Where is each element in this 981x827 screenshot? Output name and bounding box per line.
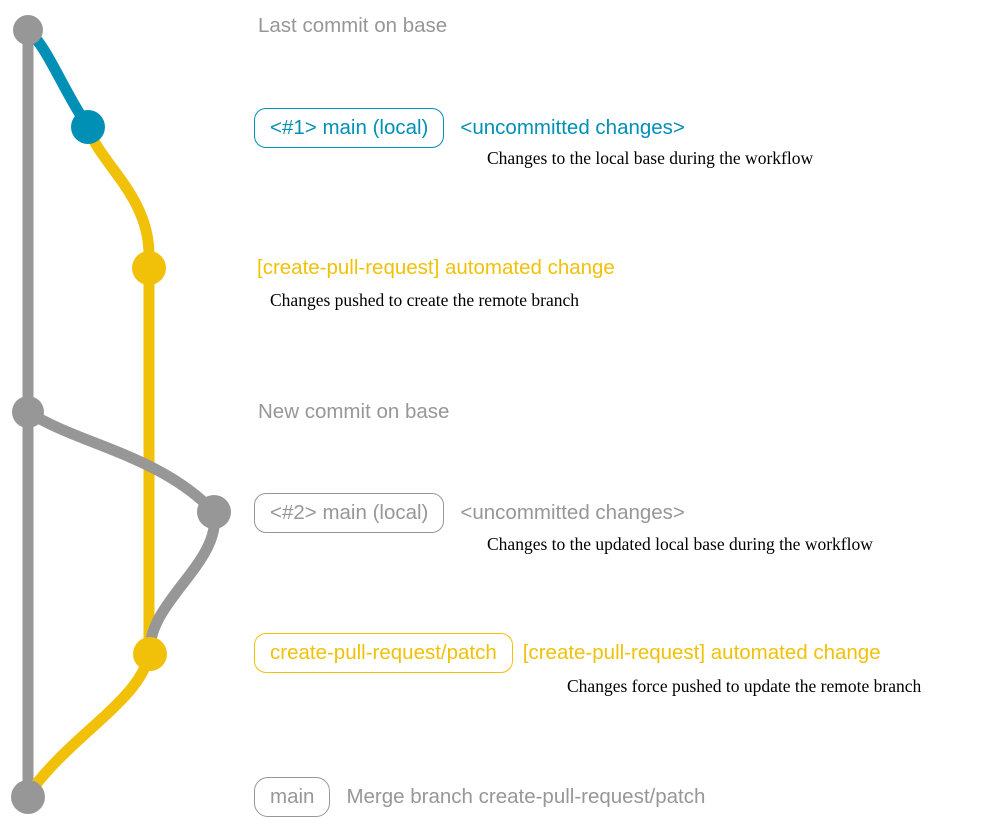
commit-dot-uncommitted-2 [197,495,231,529]
label-last-commit-on-base: Last commit on base [258,14,448,37]
commit-description-uncommitted-2: Changes to the updated local base during… [487,534,873,554]
label-new-commit-on-base: New commit on base [258,400,450,423]
commit-row-1: <#1> main (local) <uncommitted changes> [254,108,685,148]
commit-row-merge: main Merge branch create-pull-request/pa… [254,777,705,817]
commit-dot-merge [11,780,45,814]
branch-badge-main-local-1: <#1> main (local) [254,108,445,148]
commit-message-automated-1: [create-pull-request] automated change [257,256,615,279]
patch-merge-line [22,648,155,801]
branch-badge-main: main [254,777,331,817]
commit-dot-automated-1 [132,251,166,285]
commit-dot-new-base [12,396,44,428]
commit-dot-automated-2 [133,637,167,671]
commit-message-uncommitted-2: <uncommitted changes> [460,501,685,524]
branch-badge-patch: create-pull-request/patch [254,633,513,673]
patch-branch-line [82,121,155,660]
local-main-branch-segment-2 [22,406,221,656]
branch-badge-main-local-2: <#2> main (local) [254,493,445,533]
commit-description-uncommitted-1: Changes to the local base during the wor… [487,148,814,168]
commit-description-automated-2: Changes force pushed to update the remot… [567,676,922,696]
commit-row-2: <#2> main (local) <uncommitted changes> [254,493,685,533]
commit-message-merge: Merge branch create-pull-request/patch [346,785,706,808]
commit-dot-last-base [13,15,43,45]
commit-message-automated-2: [create-pull-request] automated change [522,641,881,664]
commit-row-3: create-pull-request/patch [create-pull-r… [254,633,881,673]
commit-message-uncommitted-1: <uncommitted changes> [460,116,685,139]
local-main-branch-segment-1 [22,24,94,133]
commit-description-automated-1: Changes pushed to create the remote bran… [270,290,580,310]
commit-dot-uncommitted-1 [71,110,105,144]
commit-graph [11,15,231,814]
